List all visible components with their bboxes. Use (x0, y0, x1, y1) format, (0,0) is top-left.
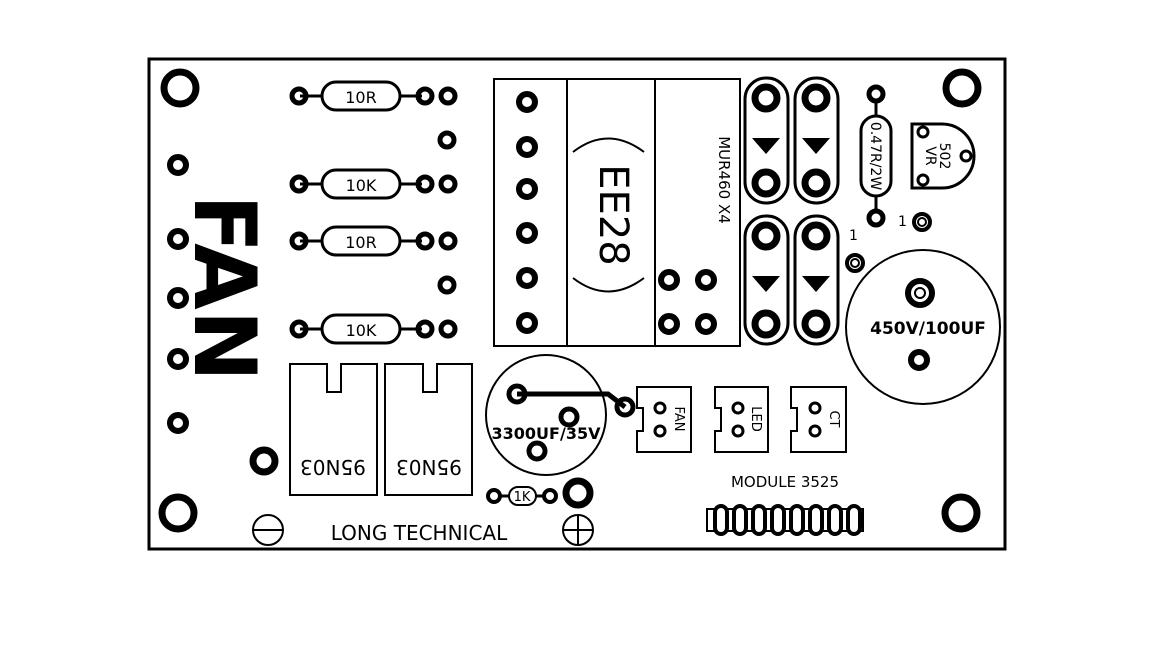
pad (658, 269, 680, 291)
resistor-10r-mid: 10R (289, 225, 458, 257)
connector-label: CT (826, 410, 841, 427)
module-header (706, 504, 864, 536)
diode-label: MUR460 X4 (715, 136, 733, 224)
connector-led: LED (714, 386, 769, 453)
capacitor-450v: 450V/100UF (845, 249, 1001, 405)
mounting-hole (160, 68, 200, 108)
diode (743, 76, 790, 205)
shunt-resistor: 0.47R/2W (859, 84, 893, 228)
pin-one-label-b: 1 (849, 228, 858, 244)
pad (438, 86, 458, 106)
pad (695, 269, 717, 291)
resistor-label: 10R (345, 88, 376, 107)
mosfet-1: 95N03 (289, 363, 378, 496)
diode (743, 214, 790, 346)
pad (516, 312, 538, 334)
pad (438, 174, 458, 194)
mosfet-label: 95N03 (300, 455, 366, 479)
transformer-label: EE28 (590, 164, 636, 265)
module-label: MODULE 3525 (731, 473, 839, 491)
resistor-10k-top: 10K (289, 168, 458, 200)
trimmer-vr: 502 VR (910, 122, 976, 190)
pad (516, 267, 538, 289)
resistor-label: 10K (346, 321, 377, 340)
resistor-1k: 1K (486, 486, 558, 506)
pad (415, 231, 435, 251)
pad (167, 348, 189, 370)
pad (438, 231, 458, 251)
mounting-holes (158, 68, 982, 533)
pad (249, 446, 279, 476)
plus-symbol (562, 514, 594, 546)
resistor-label: 10K (346, 176, 377, 195)
pad (167, 412, 189, 434)
connector-ct: CT (790, 386, 847, 453)
mounting-hole (942, 68, 982, 108)
connector-label: LED (748, 406, 763, 431)
resistor-label: 1K (514, 490, 531, 505)
resistor-10r-top: 10R (289, 80, 458, 112)
connector-label: FAN (671, 407, 686, 432)
resistor-10k-bottom: 10K (289, 313, 458, 345)
pad (167, 287, 189, 309)
big-cap-label: 450V/100UF (870, 319, 986, 339)
pin-one-label: 1 (898, 214, 907, 230)
diode (793, 76, 840, 205)
brand-label: LONG TECHNICAL (331, 521, 508, 545)
connector-fan: FAN (636, 386, 692, 453)
pad (289, 231, 309, 251)
pad (845, 253, 865, 273)
pad (658, 313, 680, 335)
pad (912, 212, 932, 232)
diode (793, 214, 840, 346)
trimmer-value: 502 (936, 143, 952, 170)
pad (516, 222, 538, 244)
resistor-label: 10R (345, 233, 376, 252)
shunt-label: 0.47R/2W (867, 122, 883, 191)
mosfet-2: 95N03 (384, 363, 473, 496)
capacitor-3300uf: 3300UF/35V (485, 354, 636, 476)
mounting-hole (941, 493, 981, 533)
pad (516, 178, 538, 200)
minus-symbol (252, 514, 284, 546)
pad (695, 313, 717, 335)
pad (850, 258, 860, 268)
pad (562, 477, 594, 509)
pad (289, 174, 309, 194)
board-outline (147, 57, 1007, 551)
pad (289, 86, 309, 106)
mounting-hole (158, 493, 198, 533)
pad (289, 319, 309, 339)
diodes (743, 76, 840, 346)
transformer-ee28: EE28 MUR460 X4 (493, 78, 741, 347)
left-pads (167, 154, 189, 434)
trimmer-tag: VR (922, 146, 938, 166)
pad (438, 319, 458, 339)
pad (415, 319, 435, 339)
pad (516, 91, 538, 113)
pad (437, 275, 457, 295)
pad (167, 228, 189, 250)
pad (437, 130, 457, 150)
pad (516, 136, 538, 158)
pad (917, 217, 927, 227)
mosfet-label: 95N03 (396, 455, 462, 479)
pad (167, 154, 189, 176)
fan-big-label: FAN (174, 194, 274, 381)
pad (415, 86, 435, 106)
pad (415, 174, 435, 194)
small-cap-label: 3300UF/35V (492, 424, 602, 443)
